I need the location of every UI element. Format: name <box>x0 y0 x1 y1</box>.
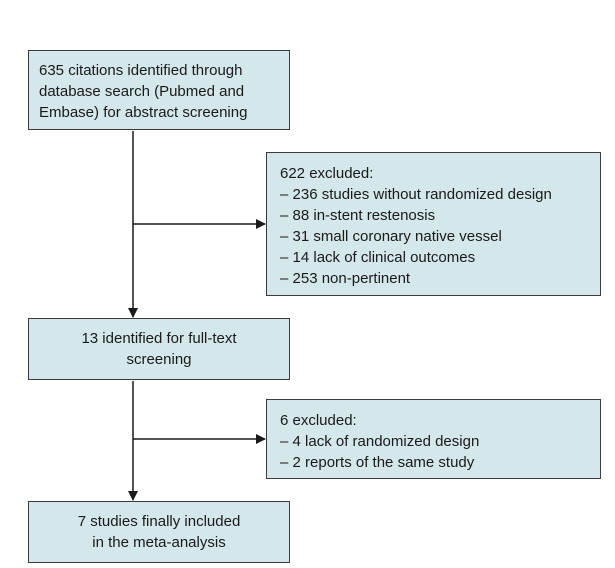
exclusion-1-item: – 31 small coronary native vessel <box>280 228 502 245</box>
exclusion-1-title: 622 excluded: <box>280 165 374 182</box>
exclusion-box-2: 6 excluded: – 4 lack of randomized desig… <box>266 399 601 479</box>
full-text-screening-box: 13 identified for full-text screening <box>28 318 290 380</box>
full-text-line: screening <box>126 351 192 368</box>
included-line: in the meta-analysis <box>92 534 226 551</box>
identification-line: Embase) for abstract screening <box>39 104 248 121</box>
exclusion-1-item: – 253 non-pertinent <box>280 270 411 287</box>
exclusion-1-item: – 14 lack of clinical outcomes <box>280 249 476 266</box>
exclusion-box-1: 622 excluded: – 236 studies without rand… <box>266 152 601 296</box>
exclusion-2-item: – 4 lack of randomized design <box>280 433 480 450</box>
full-text-line: 13 identified for full-text <box>81 330 237 347</box>
identification-box: 635 citations identified through databas… <box>28 50 290 130</box>
included-line: 7 studies finally included <box>77 513 241 530</box>
exclusion-2-item: – 2 reports of the same study <box>280 454 475 471</box>
identification-line: 635 citations identified through <box>39 62 243 79</box>
included-studies-box: 7 studies finally included in the meta-a… <box>28 501 290 563</box>
exclusion-1-item: – 88 in-stent restenosis <box>280 207 436 224</box>
exclusion-1-item: – 236 studies without randomized design <box>280 186 552 203</box>
identification-line: database search (Pubmed and <box>39 83 245 100</box>
exclusion-2-title: 6 excluded: <box>280 412 357 429</box>
